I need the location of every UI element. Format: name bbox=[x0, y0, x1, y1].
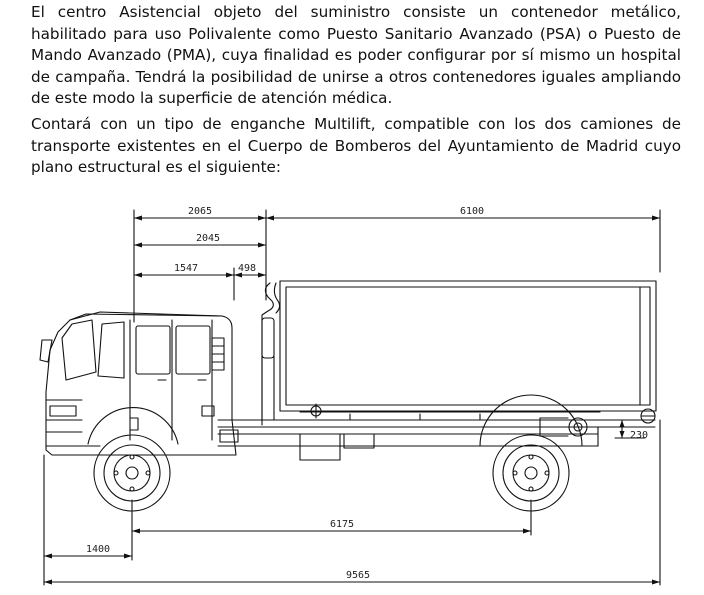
top-dimensions bbox=[133, 209, 661, 323]
paragraph-2-text: Contará con un tipo de enganche Multilif… bbox=[31, 115, 681, 176]
dim-1547: 1547 bbox=[174, 263, 198, 274]
dim-230: 230 bbox=[630, 430, 648, 441]
bottom-dimensions bbox=[43, 419, 661, 586]
dim-2065: 2065 bbox=[188, 206, 212, 217]
dim-498: 498 bbox=[238, 263, 256, 274]
dim-1400: 1400 bbox=[86, 544, 110, 555]
dim-6175: 6175 bbox=[330, 519, 354, 530]
paragraph-1: El centro Asistencial objeto del suminis… bbox=[31, 2, 681, 110]
dim-9565: 9565 bbox=[346, 570, 370, 581]
truck-cab bbox=[39, 311, 239, 456]
dim-2045: 2045 bbox=[196, 233, 220, 244]
multilift-hook bbox=[261, 282, 281, 426]
container bbox=[279, 280, 657, 419]
dim-6100: 6100 bbox=[460, 206, 484, 217]
chassis bbox=[217, 408, 656, 461]
paragraph-1-text: El centro Asistencial objeto del suminis… bbox=[31, 3, 681, 107]
paragraph-2: Contará con un tipo de enganche Multilif… bbox=[31, 114, 681, 179]
